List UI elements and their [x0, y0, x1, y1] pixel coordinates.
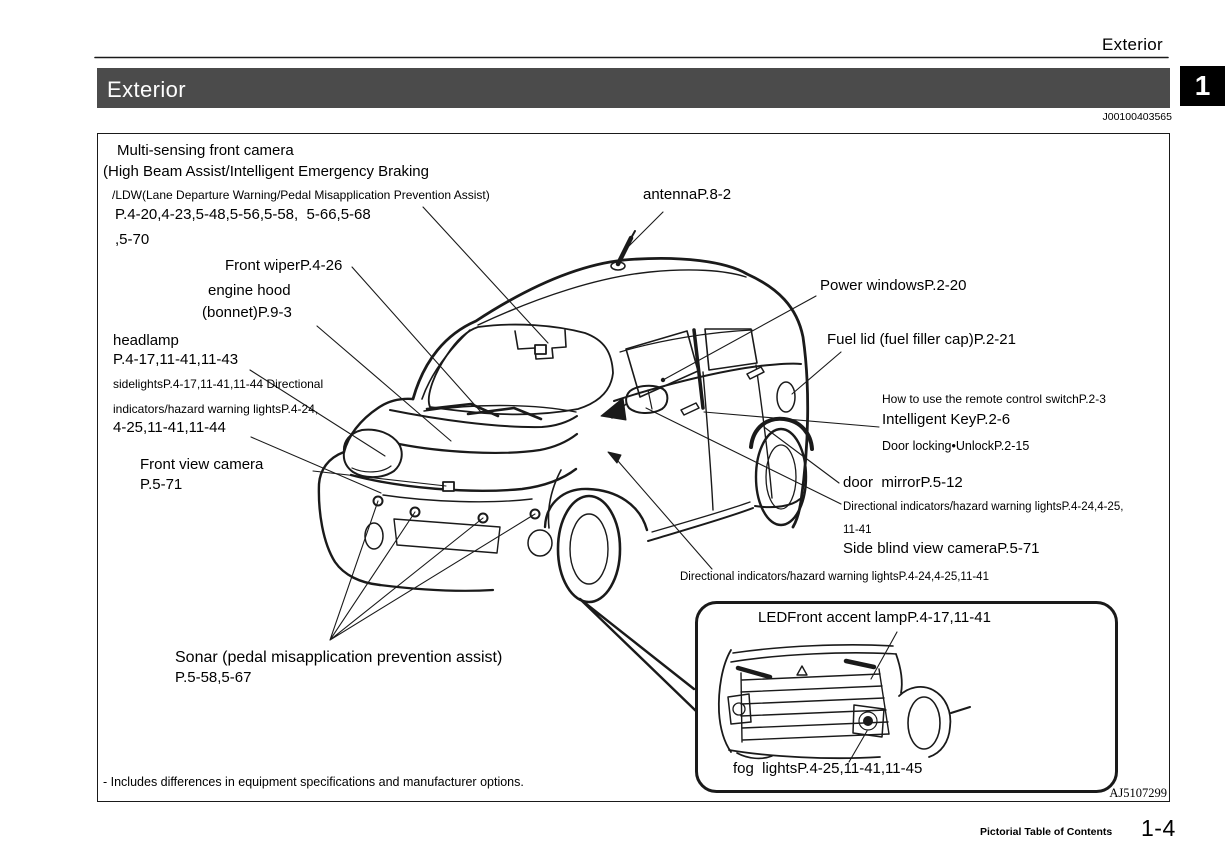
- label-remote-switch: How to use the remote control switchP.2-…: [882, 392, 1106, 406]
- label-door-mirror: door mirrorP.5-12: [843, 474, 963, 491]
- wiper-blade-right: [468, 408, 541, 419]
- running-header-topic: Exterior: [1102, 35, 1163, 54]
- label-side-blind-camera: Side blind view cameraP.5-71: [843, 540, 1040, 557]
- label-sidelights-pages: 4-25,11-41,11-44: [113, 419, 226, 436]
- headlamp-shape: [344, 430, 402, 478]
- label-engine-hood-2: (bonnet)P.9-3: [202, 304, 292, 321]
- inset-fog-light: [853, 705, 884, 737]
- document-code: J00100403565: [1102, 111, 1173, 123]
- fuel-lid-shape: [777, 382, 795, 412]
- label-headlamp: headlamp: [113, 332, 179, 349]
- inset-detail-box: [697, 603, 1117, 792]
- label-intelligent-key: Intelligent KeyP.2-6: [882, 411, 1011, 428]
- front-camera-unit: [535, 345, 546, 354]
- section-title-bar: Exterior: [97, 68, 1170, 108]
- front-wheel: [558, 496, 620, 602]
- figure-frame: [97, 133, 1170, 802]
- front-door-handle: [681, 403, 699, 415]
- door-mirror-shape: [626, 386, 667, 413]
- rear-door-window: [705, 329, 757, 370]
- label-engine-hood: engine hood: [208, 282, 291, 299]
- label-fuel-lid: Fuel lid (fuel filler cap)P.2-21: [827, 331, 1016, 348]
- front-view-camera-unit: [443, 482, 454, 491]
- label-lower-indicators: Directional indicators/hazard warning li…: [680, 571, 989, 583]
- label-front-wiper: Front wiperP.4-26: [225, 257, 343, 274]
- inset-front-view: [719, 645, 970, 759]
- label-multi-sensing-camera-pages: P.4-20,4-23,5-48,5-56,5-58, 5-66,5-68: [115, 206, 371, 223]
- label-multi-sensing-camera-pages-2: ,5-70: [115, 231, 150, 248]
- front-fog-right: [528, 530, 552, 556]
- label-sonar-pages: P.5-58,5-67: [175, 669, 252, 686]
- label-headlamp-pages: P.4-17,11-41,11-43: [113, 351, 239, 368]
- label-front-view-camera: Front view camera: [140, 456, 264, 473]
- label-power-windows: Power windowsP.2-20: [820, 277, 967, 294]
- side-indicator-marker: [608, 452, 621, 463]
- callout-lines: [250, 207, 897, 762]
- label-fog-lights: fog lightsP.4-25,11-41,11-45: [733, 760, 923, 777]
- chapter-tab: 1: [1180, 66, 1225, 106]
- camera-housing: [515, 330, 566, 359]
- label-mirror-indicators: Directional indicators/hazard warning li…: [843, 501, 1124, 513]
- rear-door-handle: [747, 367, 764, 379]
- label-front-view-camera-pages: P.5-71: [140, 476, 183, 493]
- label-door-locking: Door locking•UnlockP.2-15: [882, 439, 1030, 453]
- label-led-accent-lamp: LEDFront accent lampP.4-17,11-41: [758, 609, 991, 626]
- label-multi-sensing-camera-3: /LDW(Lane Departure Warning/Pedal Misapp…: [112, 188, 490, 202]
- car-illustration: [319, 231, 812, 602]
- label-multi-sensing-camera: Multi-sensing front camera: [117, 142, 294, 159]
- front-fog-left: [365, 523, 383, 549]
- label-mirror-indicators-2: 11-41: [843, 524, 872, 536]
- label-antenna: antennaP.8-2: [643, 186, 732, 203]
- footer-page-number: 1-4: [1141, 815, 1176, 841]
- rear-wheel: [756, 429, 806, 525]
- label-sonar: Sonar (pedal misapplication prevention a…: [175, 649, 503, 666]
- figure-code: AJ5107299: [1109, 786, 1167, 800]
- section-title: Exterior: [107, 77, 186, 102]
- label-sidelights-2: indicators/hazard warning lightsP.4-24,: [113, 402, 319, 416]
- antenna-mast: [618, 238, 631, 264]
- label-multi-sensing-camera-2: (High Beam Assist/Intelligent Emergency …: [103, 163, 429, 180]
- label-sidelights: sidelightsP.4-17,11-41,11-44 Directional: [113, 377, 324, 391]
- footer-section-ref: Pictorial Table of Contents: [980, 826, 1113, 838]
- inset-connector: [580, 599, 696, 711]
- figure-note: - Includes differences in equipment spec…: [103, 775, 524, 789]
